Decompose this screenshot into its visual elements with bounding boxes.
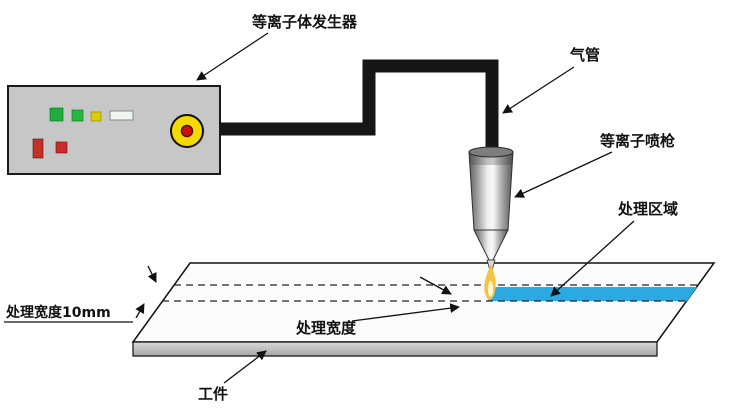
label-generator: 等离子体发生器 xyxy=(252,13,358,31)
label-plasma-gun: 等离子喷枪 xyxy=(600,132,675,150)
workpiece-top-face xyxy=(131,262,716,343)
label-workpiece: 工件 xyxy=(198,385,228,403)
label-treatment-width: 处理宽度 xyxy=(295,319,357,337)
workpiece-front-edge xyxy=(132,341,658,357)
nozzle-top-cap xyxy=(468,146,514,158)
nozzle-cone xyxy=(473,229,509,261)
dimension-arrow-upper xyxy=(147,265,157,283)
indicator-light-green-2 xyxy=(71,109,84,122)
label-air-tube: 气管 xyxy=(569,46,600,64)
plasma-generator-box xyxy=(7,85,221,175)
indicator-window-white xyxy=(109,110,134,121)
indicator-light-red-2 xyxy=(55,141,68,154)
pointer-arrow-track xyxy=(419,276,452,295)
power-knob-center xyxy=(180,124,194,138)
flame-core xyxy=(487,281,494,297)
leader-arrow-generator xyxy=(196,32,269,81)
leader-arrow-treatment-width xyxy=(351,303,460,322)
plasma-flame xyxy=(484,264,496,300)
treatment-area-strip xyxy=(488,287,697,301)
leader-arrow-air-tube xyxy=(502,66,575,114)
workpiece-plate xyxy=(131,262,716,357)
leader-arrow-workpiece xyxy=(223,350,267,384)
indicator-light-green-1 xyxy=(49,107,64,122)
indicator-light-red-1 xyxy=(32,138,44,159)
indicator-light-yellow xyxy=(90,111,102,122)
air-tube-cable xyxy=(220,59,499,152)
label-treatment-width-10mm: 处理宽度10mm xyxy=(5,304,111,321)
leader-arrow-plasma-gun xyxy=(514,151,613,198)
label-treatment-area: 处理区域 xyxy=(617,200,678,218)
plasma-gun-nozzle xyxy=(468,146,514,276)
dimension-arrow-lower xyxy=(135,303,145,319)
leader-arrow-treatment-area xyxy=(550,220,635,297)
